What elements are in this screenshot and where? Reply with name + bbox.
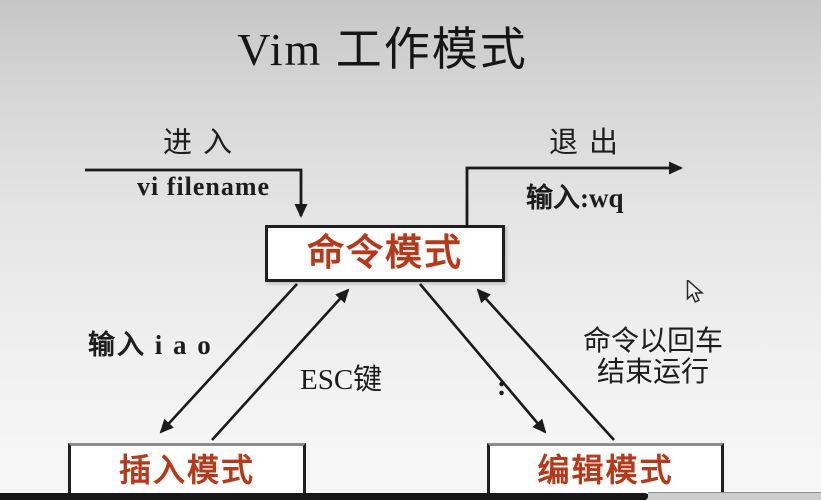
insert-to-command-arrow <box>211 288 350 441</box>
insert-mode-node: 插入模式 <box>68 443 306 497</box>
exit-label: 退出 <box>549 127 630 159</box>
edit-note-line2: 结束运行 <box>596 357 709 388</box>
colon-key-label: : <box>497 371 507 402</box>
command-to-insert-arrow <box>159 283 298 434</box>
command-to-edit-arrow <box>419 283 547 434</box>
insert-keys-label: 输入 i a o <box>88 330 213 360</box>
exit-command-label: 输入:wq <box>526 183 624 213</box>
edit-to-command-arrow <box>476 288 615 441</box>
command-mode-node: 命令模式 <box>265 225 505 282</box>
edit-note-line1: 命令以回车 <box>582 326 723 357</box>
edit-mode-label: 编辑模式 <box>537 452 674 488</box>
mouse-cursor-icon <box>686 280 704 303</box>
bottom-dark-bar <box>0 493 648 500</box>
exit-arrow <box>465 161 683 225</box>
insert-mode-label: 插入模式 <box>118 452 255 488</box>
edit-note-label: 命令以回车 结束运行 <box>563 326 743 388</box>
enter-label: 进入 <box>163 127 244 159</box>
command-mode-label: 命令模式 <box>307 233 463 274</box>
enter-command-label: vi filename <box>137 172 271 201</box>
edit-mode-node: 编辑模式 <box>487 443 724 497</box>
esc-key-label: ESC键 <box>300 364 383 396</box>
enter-arrow <box>85 168 308 218</box>
bottom-light-bar <box>648 492 821 500</box>
page-title: Vim 工作模式 <box>237 24 528 75</box>
